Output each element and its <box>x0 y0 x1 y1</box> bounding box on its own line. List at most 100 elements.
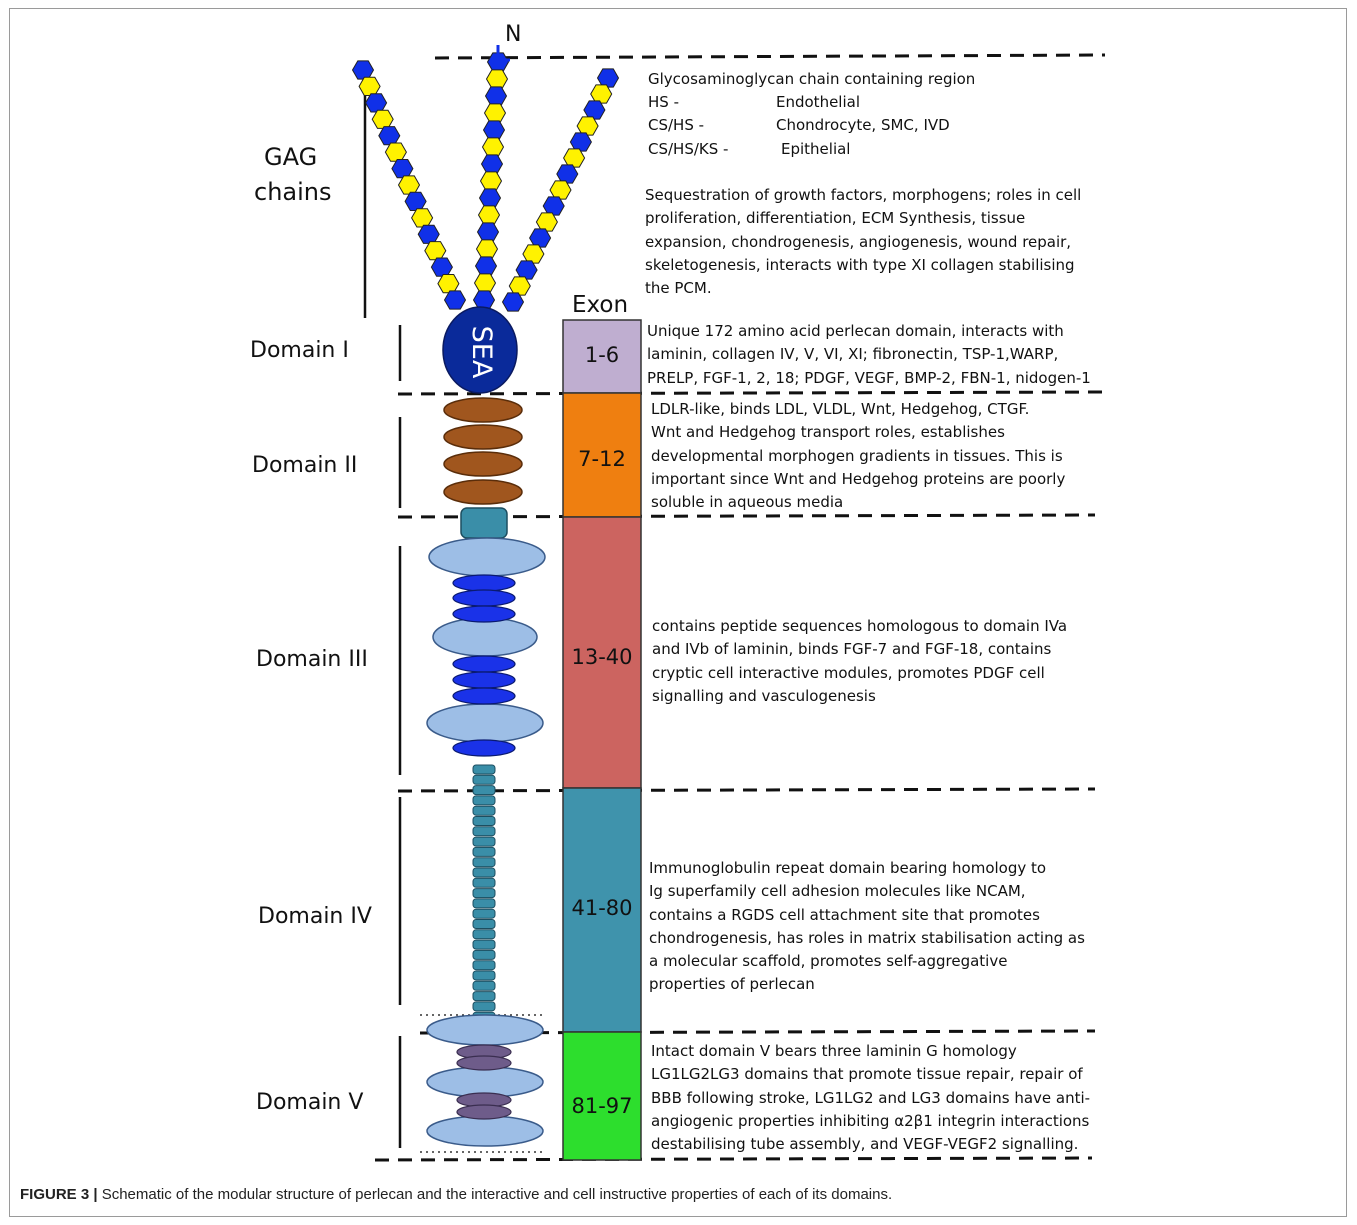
description-line: proliferation, differentiation, ECM Synt… <box>645 209 1026 228</box>
description-line: expansion, chondrogenesis, angiogenesis,… <box>645 232 1072 251</box>
gag-sugar-blue <box>472 290 496 310</box>
description-line: soluble in aqueous media <box>651 493 844 512</box>
exon-range-domain-1: 1-6 <box>584 343 620 367</box>
gag-sugar-blue <box>430 257 453 277</box>
domain-divider-line <box>434 53 1106 60</box>
gag-sugar-yellow <box>358 76 381 96</box>
n-terminus-label: N <box>505 22 522 47</box>
gag-tissue-list: Endothelial Chondrocyte, SMC, IVD Epithe… <box>776 91 950 161</box>
ig-repeat-module <box>472 836 496 847</box>
ig-repeat-module <box>472 867 496 878</box>
description-line: developmental morphogen gradients in tis… <box>651 446 1063 465</box>
description-line: Wnt and Hedgehog transport roles, establ… <box>651 423 1005 442</box>
gag-type-chain: HS - <box>648 93 679 111</box>
laminin-iv-module <box>432 617 538 657</box>
gag-sugar-blue <box>569 132 592 152</box>
perlecan-core-protein <box>426 306 546 1147</box>
ig-repeat-module <box>472 960 496 971</box>
description-line: Intact domain V bears three laminin G ho… <box>651 1042 1017 1060</box>
ldlr-module <box>443 451 523 477</box>
description-line: laminin, collagen IV, V, VI, XI; fibrone… <box>647 345 1059 364</box>
laminin-iv-module <box>426 703 544 743</box>
egf-like-module <box>456 1104 512 1120</box>
exon-segment-domain-4 <box>562 787 642 1033</box>
laminin-egf-module <box>452 589 516 607</box>
description-line: the PCM. <box>645 279 712 298</box>
ldlr-module <box>443 479 523 505</box>
ig-repeat-module <box>472 908 496 919</box>
ig-repeat-module <box>472 929 496 940</box>
ig-repeat-module <box>472 805 496 816</box>
laminin-egf-module <box>452 739 516 757</box>
domain-2-description: LDLR-like, binds LDL, VLDL, Wnt, Hedgeho… <box>651 398 1065 514</box>
caption-label: FIGURE 3 | <box>20 1186 98 1203</box>
gag-sugar-yellow <box>481 137 505 157</box>
domain-divider-line <box>397 390 1106 396</box>
gag-sugar-yellow <box>576 116 599 136</box>
gag-sugar-yellow <box>411 208 434 228</box>
gag-type-chain: CS/HS/KS - <box>648 139 729 158</box>
ig-repeat-module <box>472 1001 496 1012</box>
description-line: contains peptide sequences homologous to… <box>652 617 1068 635</box>
gag-sugar-blue <box>542 196 565 216</box>
gag-sugar-blue <box>378 126 401 146</box>
gag-function-text: Sequestration of growth factors, morphog… <box>645 184 1081 300</box>
laminin-egf-module <box>452 605 516 623</box>
caption-text: Schematic of the modular structure of pe… <box>97 1186 893 1203</box>
exon-range-domain-4: 41-80 <box>571 896 633 920</box>
description-line: Ig superfamily cell adhesion molecules l… <box>649 882 1026 901</box>
gag-sugar-yellow <box>424 241 447 261</box>
gag-sugar-yellow <box>437 274 460 294</box>
ldlr-module <box>443 424 523 450</box>
domain-1-description: Unique 172 amino acid perlecan domain, i… <box>647 320 1091 390</box>
description-line: and IVb of laminin, binds FGF-7 and FGF-… <box>652 640 1052 659</box>
exon-segment-domain-5 <box>562 1031 642 1161</box>
description-line: Immunoglobulin repeat domain bearing hom… <box>649 859 1047 877</box>
gag-sugar-blue <box>596 68 620 88</box>
ig-repeat-module <box>472 991 496 1002</box>
gag-sugar-yellow <box>563 148 586 168</box>
description-line: angiogenic properties inhibiting α2β1 in… <box>651 1111 1090 1130</box>
gag-sugar-yellow <box>485 69 509 89</box>
ig-repeat-module <box>472 774 496 785</box>
gag-sugar-blue <box>365 93 388 113</box>
exon-range-domain-5: 81-97 <box>571 1094 633 1118</box>
domain-divider-line <box>419 1029 1096 1035</box>
description-line: contains a RGDS cell attachment site tha… <box>649 905 1040 924</box>
description-line: a molecular scaffold, promotes self-aggr… <box>649 952 1008 971</box>
domain-divider-line <box>374 1156 1093 1162</box>
ig-repeat-module <box>472 919 496 929</box>
exon-segment-domain-3 <box>562 516 642 789</box>
description-line: cryptic cell interactive modules, promot… <box>652 663 1045 682</box>
gag-type-chain: CS/HS - <box>648 116 705 135</box>
gag-sugar-yellow <box>475 239 499 259</box>
sea-module-label: SEA <box>466 325 497 379</box>
gag-sugar-blue <box>583 100 606 120</box>
gag-sugar-yellow <box>371 109 394 129</box>
gag-sugar-blue <box>391 159 414 179</box>
laminin-egf-module <box>452 671 516 689</box>
domain-label-5: Domain V <box>256 1090 364 1115</box>
gag-sugar-blue <box>417 224 440 244</box>
gag-chains <box>351 45 620 312</box>
domain-label-2: Domain II <box>252 453 358 478</box>
ig-repeat-module <box>472 764 496 775</box>
gag-sugar-blue <box>478 188 502 208</box>
sea-module <box>442 306 518 394</box>
ig-repeat-module <box>472 939 496 950</box>
description-line: Unique 172 amino acid perlecan domain, i… <box>647 322 1064 340</box>
gag-type-tissue: Chondrocyte, SMC, IVD <box>776 116 950 135</box>
gag-type-tissue: Endothelial <box>776 93 860 111</box>
ig-repeat-module <box>472 949 496 960</box>
description-line: signalling and vasculogenesis <box>652 686 876 705</box>
gag-sugar-yellow <box>473 273 497 293</box>
domain-3-description: contains peptide sequences homologous to… <box>652 615 1067 708</box>
ldlr-module <box>443 397 523 423</box>
exon-range-domain-2: 7-12 <box>578 447 626 471</box>
exon-bar <box>562 319 642 1161</box>
exon-header: Exon <box>572 292 629 318</box>
gag-type-list: HS - CS/HS - CS/HS/KS - <box>648 91 728 161</box>
figure-frame <box>9 8 1347 1217</box>
lg-module <box>426 1014 544 1046</box>
